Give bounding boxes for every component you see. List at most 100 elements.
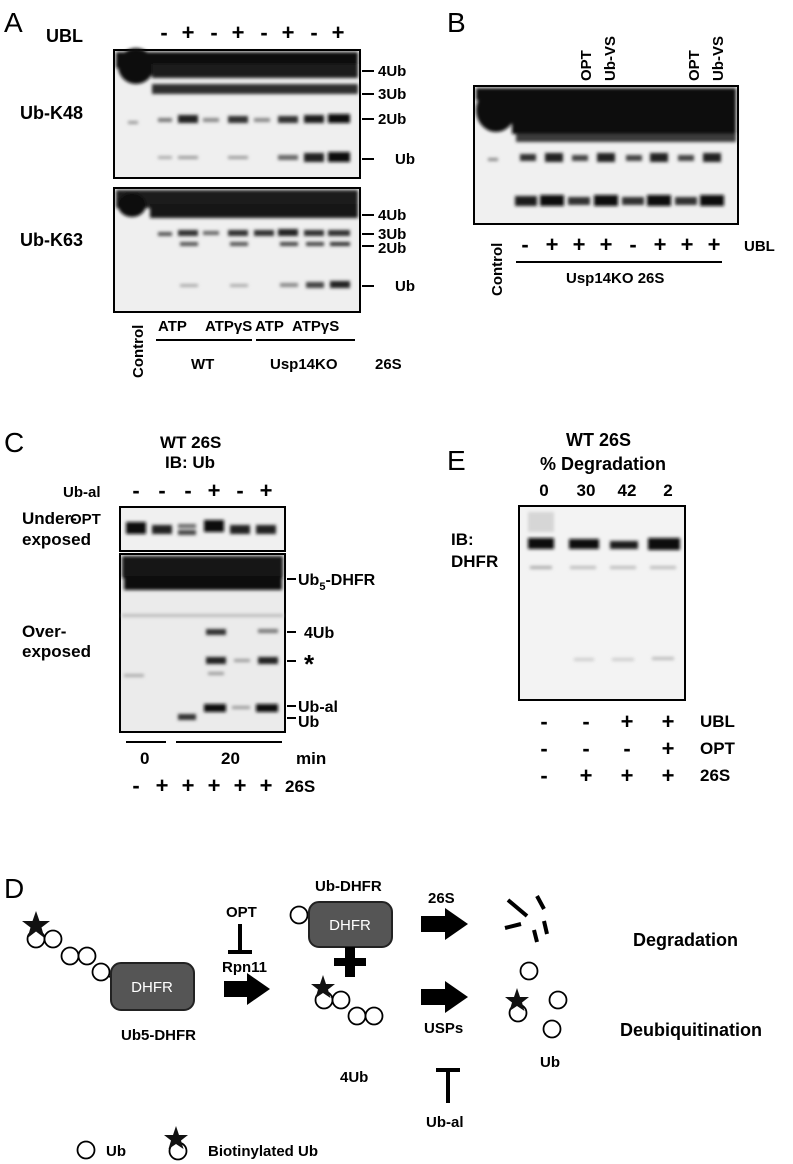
marker-label: 3Ub <box>378 226 406 243</box>
ubl-sign: - <box>629 232 636 257</box>
fragments-icon <box>504 895 549 943</box>
panel-c-markers: Ub5-DHFR 4Ub * Ub-al Ub <box>287 572 376 731</box>
panel-d: D DHFR Ub5-DHFR OPT Rpn11 Ub-DHFR DHFR 2… <box>4 873 762 1161</box>
ubal-sign: - <box>184 478 191 503</box>
ub-label: Ub <box>540 1054 560 1071</box>
panel-a-markers-2: 4Ub 3Ub 2Ub Ub <box>362 207 415 295</box>
marker-label: 3Ub <box>378 86 406 103</box>
opt-sign: + <box>662 736 675 761</box>
panel-a-control: Control <box>130 325 147 378</box>
ubl-label: UBL <box>700 712 735 731</box>
panel-a-blot1-label: Ub-K48 <box>20 103 83 123</box>
s26-sign: + <box>662 763 675 788</box>
atpgs-label: ATPγS <box>292 318 339 335</box>
ubvs-label: Ub-VS <box>602 36 619 81</box>
marker-label: Ub-al <box>298 699 338 716</box>
deubiquitination-label: Deubiquitination <box>620 1020 762 1040</box>
ubl-sign: - <box>310 20 317 45</box>
panel-c-over1: Over- <box>22 622 66 641</box>
blot-k63 <box>113 187 361 313</box>
panel-e-percents: 0 30 42 2 <box>539 481 672 500</box>
panel-a-bottom-labels: ATP ATPγS ATP ATPγS WT Usp14KO 26S <box>156 318 402 373</box>
panel-a-letter: A <box>4 7 23 38</box>
ubal-sign: + <box>208 478 221 503</box>
ubdhfr-label: Ub-DHFR <box>315 878 382 895</box>
panel-c-26s-label: 26S <box>285 777 315 796</box>
wt-label: WT <box>191 356 214 373</box>
ubl-sign: + <box>573 232 586 257</box>
blot-e <box>518 505 686 701</box>
legend-ub-icon <box>76 1140 96 1160</box>
blot-k48 <box>113 48 361 179</box>
panel-e-title1: WT 26S <box>566 430 631 450</box>
s26-sign: - <box>540 763 547 788</box>
ubvs-label: Ub-VS <box>710 36 727 81</box>
ubl-sign: - <box>540 709 547 734</box>
panel-e-opt-signs: - - - + <box>540 736 674 761</box>
percent: 30 <box>577 481 596 500</box>
opt-sign: - <box>540 736 547 761</box>
panel-d-letter: D <box>4 873 24 904</box>
ubl-sign: + <box>600 232 613 257</box>
marker-ub5dhfr: Ub5-DHFR <box>298 572 376 593</box>
atp-label: ATP <box>158 318 187 335</box>
ubl-sign: - <box>210 20 217 45</box>
panel-c-26s-signs: - + + + + + <box>132 773 272 798</box>
panel-b-control: Control <box>489 243 506 296</box>
dhfr-box <box>110 962 195 1011</box>
blot-c-under <box>119 506 286 552</box>
blot-c-over <box>119 553 286 733</box>
ubal-sign: + <box>260 478 273 503</box>
free-ub <box>508 961 568 1039</box>
panel-a-markers-1: 4Ub 3Ub 2Ub Ub <box>362 63 415 168</box>
marker-label: Ub <box>395 278 415 295</box>
panel-c-opt-label: OPT <box>70 511 101 528</box>
atp-label: ATP <box>255 318 284 335</box>
marker-label: Ub <box>298 714 320 731</box>
percent: 2 <box>663 481 672 500</box>
ubl-sign: + <box>232 20 245 45</box>
s26-label: 26S <box>428 890 455 907</box>
panel-c-time: 0 20 min <box>140 749 326 768</box>
arrow-3-icon <box>421 981 468 1013</box>
biotin-star-icon <box>311 975 335 998</box>
time-0: 0 <box>140 749 149 768</box>
blot-b <box>473 85 739 225</box>
ubl-sign: + <box>654 232 667 257</box>
ubal-sign: - <box>132 478 139 503</box>
s26-sign: + <box>208 773 221 798</box>
marker-label: 4Ub <box>378 63 406 80</box>
marker-label: 4Ub <box>304 625 334 642</box>
ubl-sign: + <box>681 232 694 257</box>
atpgs-label: ATPγS <box>205 318 252 335</box>
biotin-star-icon <box>505 988 529 1011</box>
opt-label: OPT <box>578 50 595 81</box>
legend-bio-star-icon <box>164 1126 188 1149</box>
biotin-star-icon <box>22 911 50 938</box>
ubl-sign: - <box>260 20 267 45</box>
opt-label: OPT <box>686 50 703 81</box>
arrow-2-icon <box>421 908 468 940</box>
ubl-sign: + <box>662 709 675 734</box>
ubal-sign: - <box>158 478 165 503</box>
ubl-sign: - <box>160 20 167 45</box>
s26-sign: + <box>260 773 273 798</box>
marker-label: 2Ub <box>378 240 406 257</box>
ub5-chain <box>26 929 117 982</box>
s26-label: 26S <box>700 766 730 785</box>
ubal-sign: - <box>236 478 243 503</box>
dhfr-label: DHFR <box>329 917 371 934</box>
panel-c-under2: exposed <box>22 530 91 549</box>
ubl-sign: - <box>521 232 528 257</box>
panel-b-letter: B <box>447 7 466 38</box>
panel-b-bottom: Usp14KO 26S <box>566 270 664 287</box>
panel-c: C WT 26S IB: Ub Ub-al - - - + - + OPT - … <box>4 427 376 798</box>
arrow-1-icon <box>224 973 270 1005</box>
time-20: 20 <box>221 749 240 768</box>
panel-a-ubl-label: UBL <box>46 26 83 46</box>
panel-c-letter: C <box>4 427 24 458</box>
panel-b-ubl-label: UBL <box>744 238 775 255</box>
panel-a-ubl-signs: - + - + - + - + <box>160 20 344 45</box>
opt-label: OPT <box>700 739 736 758</box>
